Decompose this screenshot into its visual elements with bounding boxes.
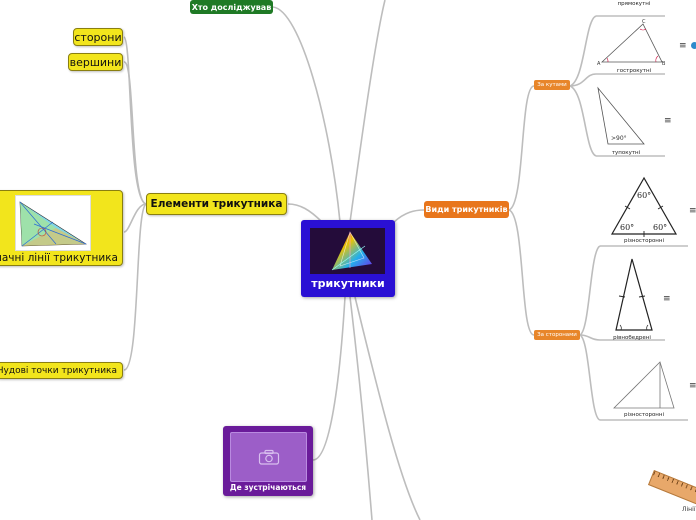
- item-equilateral-triangle[interactable]: 60° 60° 60° різносторонні: [608, 176, 683, 246]
- node-who-researched-label: Хто досліджував: [191, 2, 272, 12]
- central-image: [310, 228, 385, 274]
- ruler-label: Лінії: [682, 506, 696, 513]
- node-sides-label: сторони: [74, 30, 122, 44]
- node-triangle-elements-label: Елементи трикутника: [150, 198, 283, 210]
- node-by-sides-label: За сторонами: [537, 332, 577, 338]
- notable-lines-image: [15, 195, 91, 251]
- vertex-b-label: B: [662, 61, 666, 66]
- node-by-angles-label: За кутами: [537, 82, 567, 88]
- notable-lines-label: визначні лінії трикутника: [0, 252, 118, 264]
- menu-icon-isosceles[interactable]: ≡: [663, 294, 671, 304]
- item-isosceles-triangle[interactable]: рівнобедрені: [608, 256, 658, 342]
- central-title: трикутники: [311, 277, 385, 290]
- node-who-researched[interactable]: Хто досліджував: [190, 0, 273, 14]
- angle-60-right: 60°: [653, 223, 667, 232]
- node-where-meet[interactable]: Де зустрічаються: [223, 426, 313, 496]
- isosceles-triangle-figure: [615, 258, 653, 331]
- node-notable-points-label: Чудові точки трикутника: [0, 365, 117, 376]
- central-node[interactable]: трикутники: [301, 220, 395, 297]
- node-notable-points[interactable]: Чудові точки трикутника: [0, 362, 123, 379]
- node-by-sides[interactable]: За сторонами: [534, 330, 580, 340]
- caption-acute-triangle: гострокутні: [616, 68, 652, 74]
- vertex-c-label: C: [642, 19, 646, 25]
- where-meet-image-placeholder: [230, 432, 307, 482]
- menu-icon-obtuse[interactable]: ≡: [664, 116, 672, 126]
- menu-icon-equilateral[interactable]: ≡: [689, 206, 696, 216]
- item-scalene-triangle[interactable]: різносторонні: [612, 360, 684, 422]
- node-sides[interactable]: сторони: [73, 28, 123, 46]
- acute-triangle-figure: A B C: [597, 19, 666, 66]
- caption-equilateral-triangle: різносторонні: [623, 238, 665, 244]
- node-triangle-types[interactable]: Види трикутників: [424, 201, 509, 218]
- caption-obtuse-triangle: тупокутні: [611, 150, 641, 156]
- caption-isosceles-triangle: рівнобедрені: [613, 335, 651, 341]
- node-triangle-types-label: Види трикутників: [425, 205, 508, 214]
- node-vertices-label: вершини: [69, 55, 122, 69]
- where-meet-label: Де зустрічаються: [229, 483, 307, 492]
- obtuse-triangle-figure: 90° >: [597, 86, 645, 145]
- item-acute-triangle[interactable]: A B C гострокутні: [596, 18, 666, 76]
- vertex-a-label: A: [597, 61, 601, 66]
- caption-scalene-triangle: різносторонні: [623, 412, 665, 418]
- equilateral-triangle-figure: 60° 60° 60°: [610, 176, 678, 237]
- node-by-angles[interactable]: За кутами: [534, 80, 570, 90]
- menu-icon-acute[interactable]: ≡: [679, 41, 687, 51]
- node-notable-lines[interactable]: визначні лінії трикутника: [0, 190, 123, 266]
- menu-icon-scalene[interactable]: ≡: [689, 381, 696, 391]
- camera-icon: [258, 449, 279, 465]
- item-obtuse-triangle[interactable]: 90° > тупокутні: [596, 86, 666, 158]
- angle-60-top: 60°: [637, 191, 651, 200]
- node-triangle-elements[interactable]: Елементи трикутника: [146, 193, 287, 215]
- node-vertices[interactable]: вершини: [68, 53, 123, 71]
- caption-right-triangle: прямокутні: [617, 1, 651, 7]
- angle-90-label: 90°: [616, 135, 627, 142]
- scalene-triangle-figure: [613, 361, 675, 409]
- svg-text:>: >: [611, 135, 616, 142]
- angle-60-left: 60°: [620, 223, 634, 232]
- globe-icon: [691, 42, 696, 49]
